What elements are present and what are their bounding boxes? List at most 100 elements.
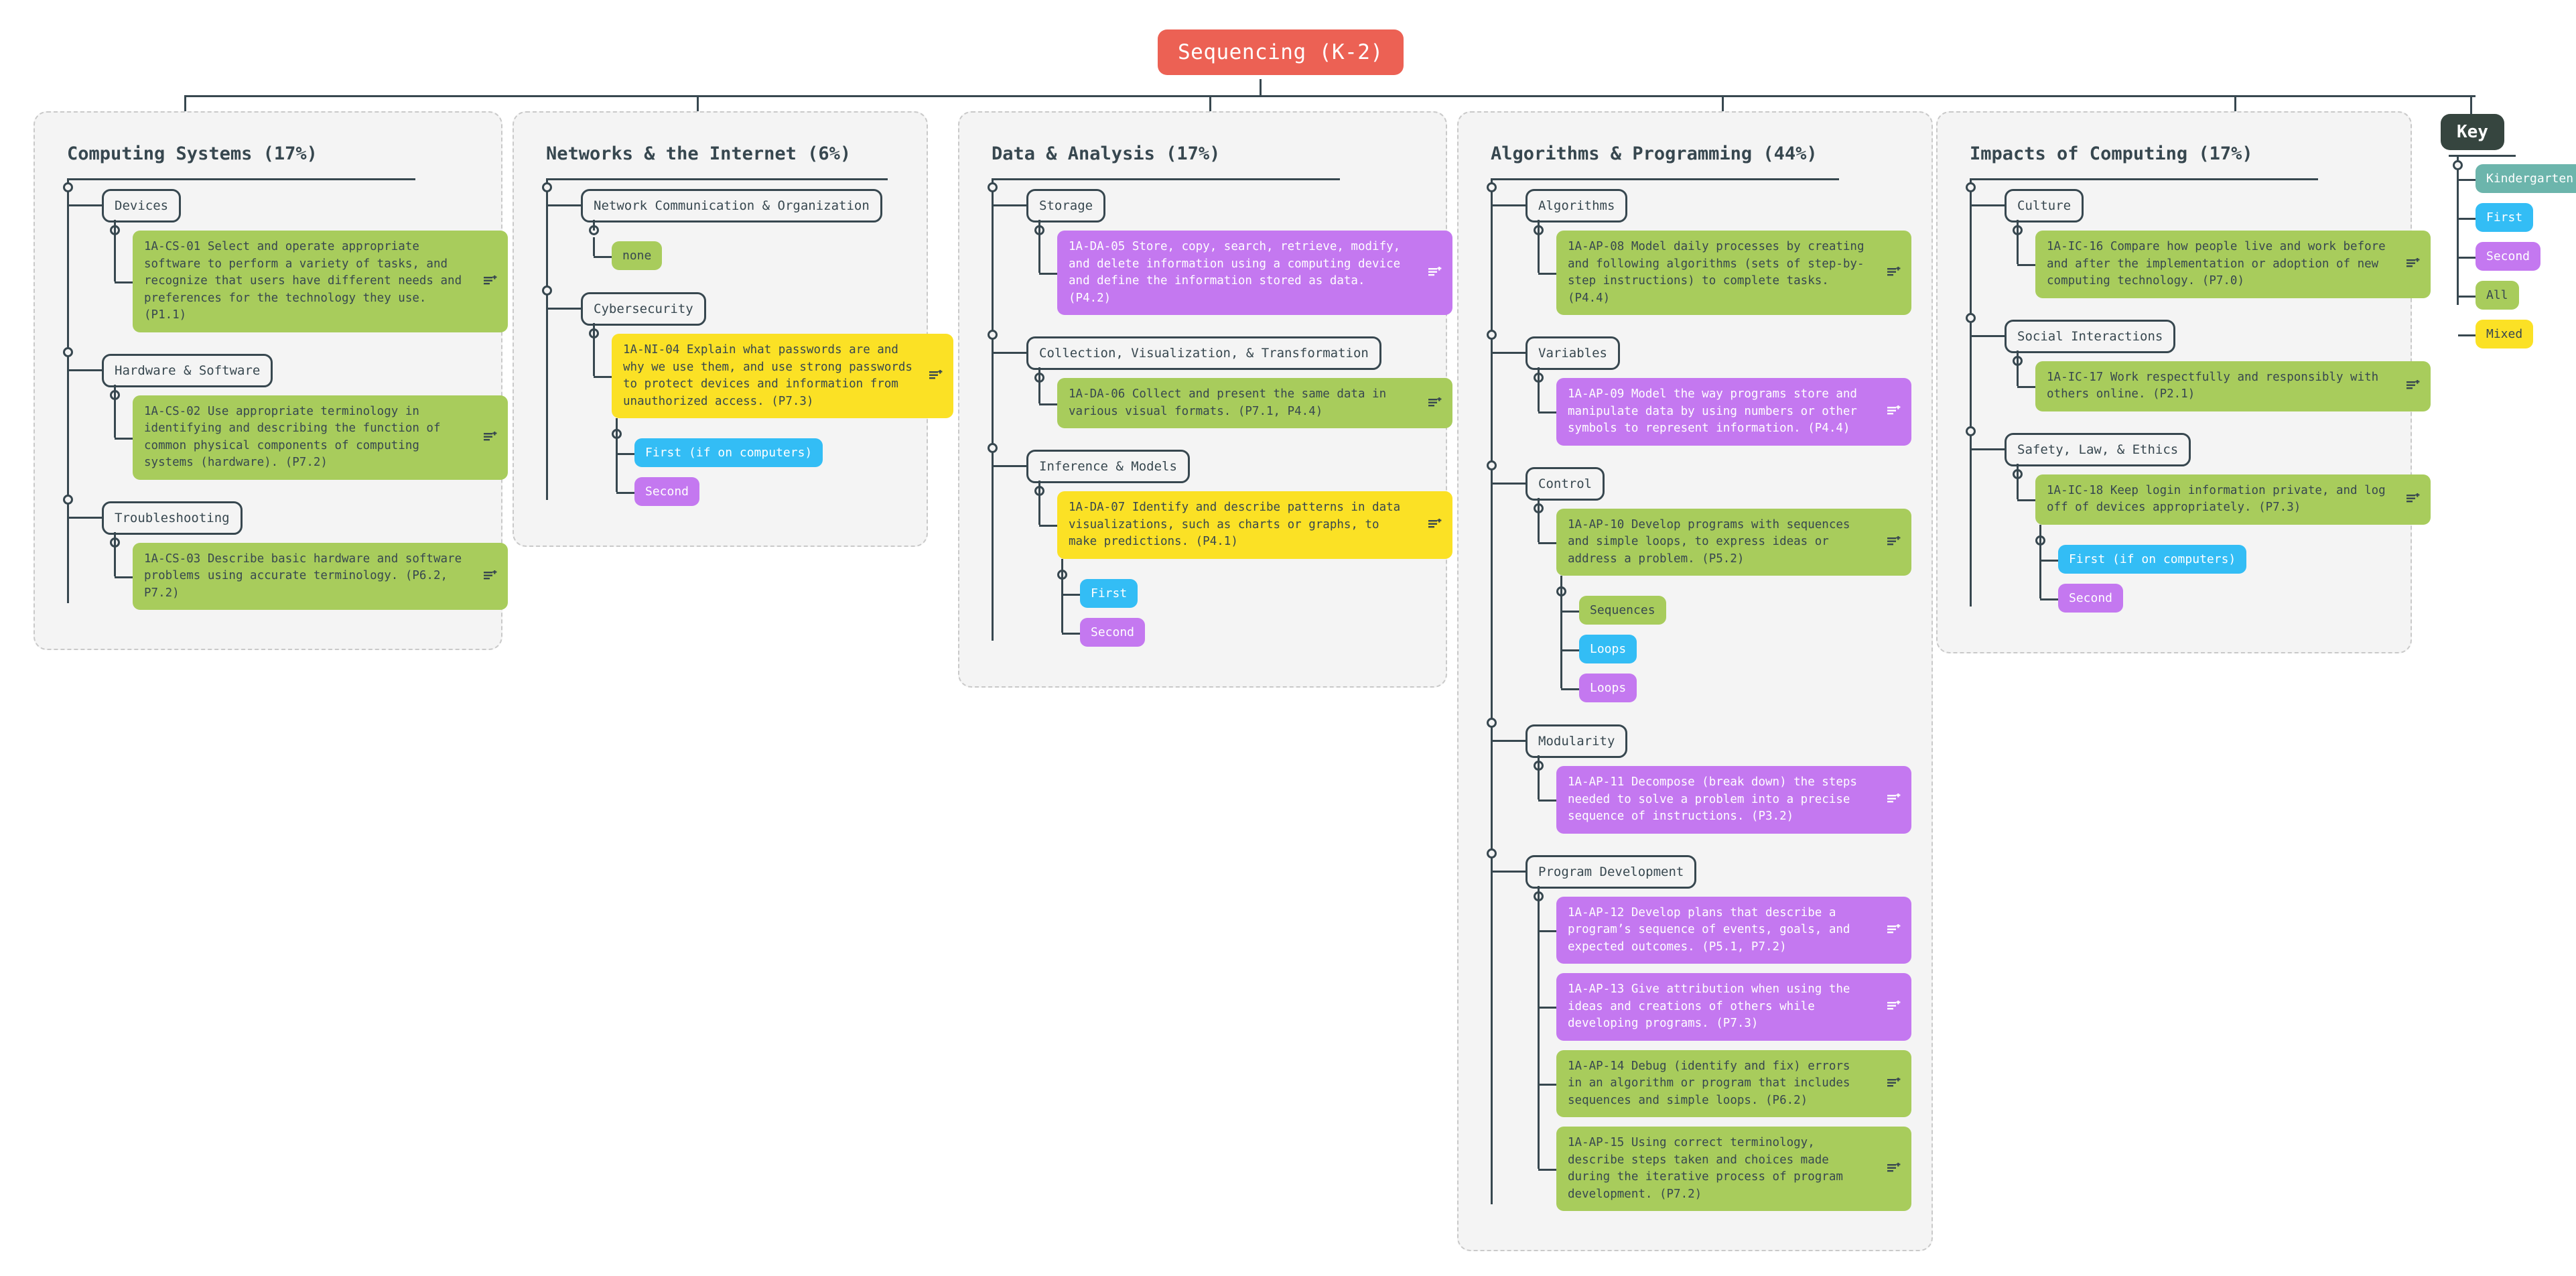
category-node[interactable]: Culture: [2005, 189, 2084, 222]
root-node[interactable]: Sequencing (K-2): [1158, 29, 1404, 75]
connector: [1560, 576, 1562, 592]
key-item[interactable]: All: [2476, 281, 2519, 310]
add-to-list-icon[interactable]: [2406, 380, 2421, 392]
connector: [2017, 231, 2019, 265]
grade-pill[interactable]: Loops: [1579, 635, 1637, 663]
add-to-list-icon[interactable]: [1887, 793, 1902, 806]
standard-text: 1A-DA-07 Identify and describe patterns …: [1069, 501, 1401, 549]
add-to-list-icon[interactable]: [1887, 1163, 1902, 1175]
standard-card[interactable]: 1A-AP-13 Give attribution when using the…: [1556, 973, 1911, 1041]
connector: [1538, 885, 1540, 897]
connector: [1561, 649, 1579, 651]
add-to-list-icon[interactable]: [2406, 258, 2421, 270]
standard-card[interactable]: 1A-DA-07 Identify and describe patterns …: [1057, 491, 1452, 559]
standard-card[interactable]: 1A-IC-18 Keep login information private,…: [2035, 474, 2431, 525]
add-to-list-icon[interactable]: [1887, 1077, 1902, 1090]
category-node[interactable]: Hardware & Software: [102, 353, 273, 387]
standard-card[interactable]: 1A-AP-10 Develop programs with sequences…: [1556, 508, 1911, 576]
grade-pill[interactable]: Sequences: [1579, 596, 1666, 625]
connector: [1491, 870, 1526, 873]
standard-card[interactable]: 1A-AP-14 Debug (identify and fix) errors…: [1556, 1049, 1911, 1118]
category-node[interactable]: Algorithms: [1526, 189, 1628, 222]
add-to-list-icon[interactable]: [929, 370, 944, 382]
branch-knob: [63, 494, 73, 505]
grade-pill[interactable]: Second: [2058, 583, 2124, 613]
tree-top-bar: [546, 178, 888, 180]
grade-pill[interactable]: Loops: [1579, 674, 1637, 702]
connector: [114, 531, 116, 543]
add-to-list-icon[interactable]: [1428, 267, 1443, 279]
category-node[interactable]: Safety, Law, & Ethics: [2005, 432, 2191, 466]
category-node[interactable]: Storage: [1026, 189, 1106, 222]
grade-pill[interactable]: none: [612, 241, 663, 270]
category-node[interactable]: Social Interactions: [2005, 319, 2176, 353]
branch-knob: [988, 330, 998, 340]
standard-card[interactable]: 1A-CS-02 Use appropriate terminology in …: [133, 395, 508, 480]
connector: [68, 369, 102, 371]
add-to-list-icon[interactable]: [484, 431, 498, 444]
add-to-list-icon[interactable]: [1887, 1001, 1902, 1013]
grade-pill[interactable]: First (if on computers): [634, 438, 823, 467]
grade-pill[interactable]: First: [1080, 578, 1138, 608]
key-item[interactable]: First: [2476, 203, 2534, 232]
connector: [1560, 592, 1562, 688]
branch-knob: [63, 182, 73, 192]
category-node[interactable]: Network Communication & Organization: [581, 189, 882, 222]
connector: [1538, 896, 1540, 1169]
add-to-list-icon[interactable]: [484, 275, 498, 288]
category-node[interactable]: Program Development: [1526, 854, 1697, 889]
standard-card[interactable]: 1A-IC-16 Compare how people live and wor…: [2035, 231, 2431, 298]
add-to-list-icon[interactable]: [1887, 535, 1902, 548]
standard-card[interactable]: 1A-CS-03 Describe basic hardware and sof…: [133, 542, 508, 611]
connector: [547, 308, 581, 310]
grade-pill[interactable]: First (if on computers): [2058, 544, 2247, 574]
standard-text: 1A-CS-02 Use appropriate terminology in …: [144, 404, 441, 470]
add-to-list-icon[interactable]: [1887, 405, 1902, 418]
connector: [992, 352, 1026, 354]
category-node[interactable]: Troubleshooting: [102, 501, 243, 535]
category-node[interactable]: Cybersecurity: [581, 292, 706, 326]
add-to-list-icon[interactable]: [2406, 493, 2421, 505]
standard-card[interactable]: 1A-AP-08 Model daily processes by creati…: [1556, 231, 1911, 316]
add-to-list-icon[interactable]: [1428, 397, 1443, 409]
key-item[interactable]: Mixed: [2476, 320, 2534, 348]
key-item[interactable]: Second: [2476, 242, 2541, 271]
category-node[interactable]: Control: [1526, 466, 1605, 501]
grade-pill[interactable]: Second: [634, 477, 700, 506]
column-title: Networks & the Internet (6%): [546, 143, 852, 164]
add-to-list-icon[interactable]: [1887, 267, 1902, 279]
standard-card[interactable]: 1A-IC-17 Work respectfully and responsib…: [2035, 361, 2431, 411]
connector: [2458, 296, 2476, 298]
standard-card[interactable]: 1A-DA-06 Collect and present the same da…: [1057, 378, 1452, 429]
standard-text: 1A-IC-17 Work respectfully and responsib…: [2047, 370, 2379, 401]
add-to-list-icon[interactable]: [1887, 923, 1902, 936]
standard-card[interactable]: 1A-AP-11 Decompose (break down) the step…: [1556, 766, 1911, 834]
grade-pill[interactable]: Second: [1080, 617, 1146, 647]
connector: [2458, 218, 2476, 220]
category-node[interactable]: Collection, Visualization, & Transformat…: [1026, 336, 1381, 370]
connector: [1538, 273, 1556, 275]
standard-card[interactable]: 1A-DA-05 Store, copy, search, retrieve, …: [1057, 231, 1452, 316]
key-item[interactable]: Kindergarten: [2476, 164, 2576, 193]
category-node[interactable]: Variables: [1526, 336, 1620, 370]
connector: [2458, 179, 2476, 181]
connector: [1538, 755, 1540, 766]
standard-card[interactable]: 1A-AP-15 Using correct terminology, desc…: [1556, 1127, 1911, 1212]
category-node[interactable]: Devices: [102, 189, 182, 222]
category-node[interactable]: Inference & Models: [1026, 450, 1190, 483]
standard-text: 1A-AP-11 Decompose (break down) the step…: [1568, 775, 1857, 824]
connector: [2017, 386, 2035, 388]
connector: [1538, 1083, 1556, 1086]
standard-card[interactable]: 1A-AP-09 Model the way programs store an…: [1556, 378, 1911, 446]
standard-card[interactable]: 1A-NI-04 Explain what passwords are and …: [612, 334, 953, 419]
connector: [2039, 540, 2041, 598]
connector: [2017, 220, 2019, 231]
add-to-list-icon[interactable]: [484, 570, 498, 582]
standard-card[interactable]: 1A-AP-12 Develop plans that describe a p…: [1556, 896, 1911, 964]
category-node[interactable]: Modularity: [1526, 724, 1628, 758]
connector: [1538, 766, 1540, 800]
standard-card[interactable]: 1A-CS-01 Select and operate appropriate …: [133, 231, 508, 332]
connector: [992, 465, 1026, 467]
add-to-list-icon[interactable]: [1428, 519, 1443, 531]
